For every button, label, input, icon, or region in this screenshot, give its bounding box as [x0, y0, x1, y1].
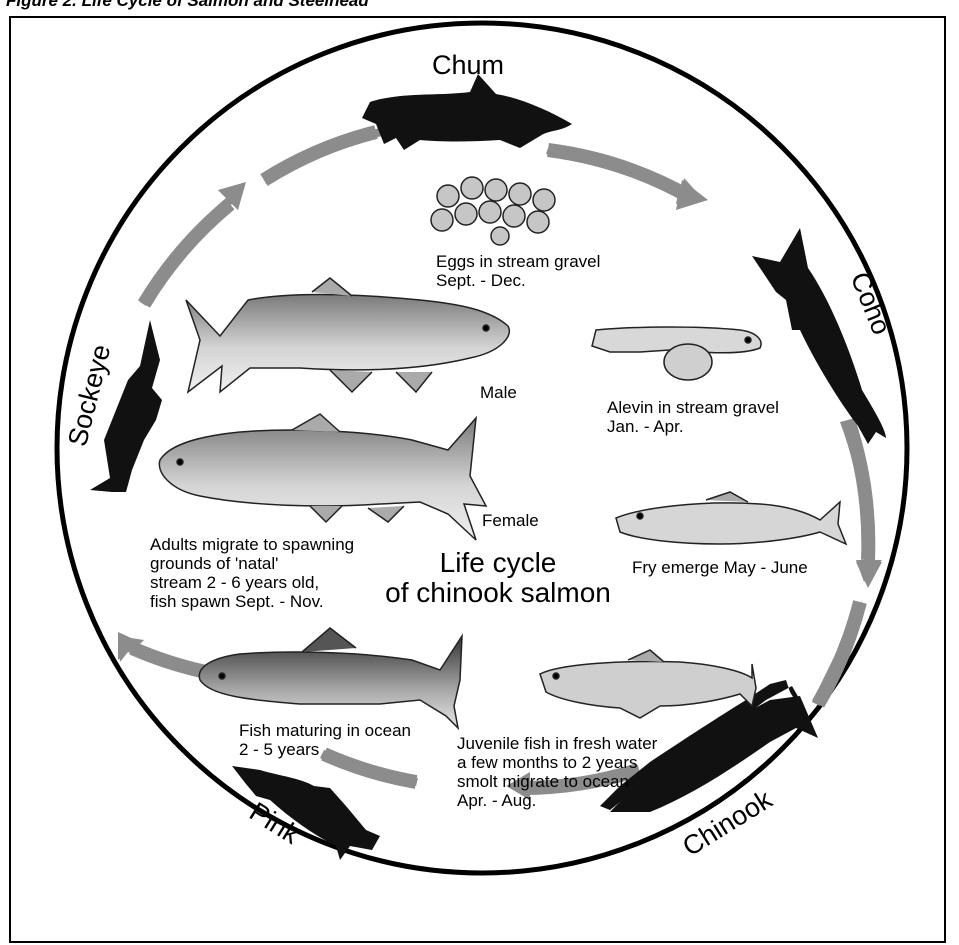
fry-label: Fry emerge May - June — [632, 558, 808, 577]
ocean-label-line1: Fish maturing in ocean — [239, 721, 411, 740]
female-label: Female — [482, 511, 539, 530]
center-title-line2: of chinook salmon — [368, 578, 628, 608]
alevin-illustration — [592, 327, 761, 380]
adults-label: Adults migrate to spawning grounds of 'n… — [150, 535, 354, 611]
adults-label-line2: grounds of 'natal' — [150, 554, 354, 573]
adults-label-line3: stream 2 - 6 years old, — [150, 573, 354, 592]
ocean-label: Fish maturing in ocean 2 - 5 years — [239, 721, 411, 759]
eggs-label-line1: Eggs in stream gravel — [436, 252, 600, 271]
eggs-illustration — [431, 177, 555, 245]
adults-label-line4: fish spawn Sept. - Nov. — [150, 592, 354, 611]
juvenile-label: Juvenile fish in fresh water a few month… — [457, 734, 657, 810]
alevin-label-line2: Jan. - Apr. — [607, 417, 779, 436]
chum-silhouette — [362, 74, 572, 150]
center-title-line1: Life cycle — [368, 548, 628, 578]
eggs-label-line2: Sept. - Dec. — [436, 271, 600, 290]
species-label-chum: Chum — [432, 50, 504, 81]
male-fish-illustration — [186, 278, 509, 392]
alevin-label: Alevin in stream gravel Jan. - Apr. — [607, 398, 779, 436]
female-fish-illustration — [159, 414, 486, 540]
fry-illustration — [616, 492, 846, 544]
adults-label-line1: Adults migrate to spawning — [150, 535, 354, 554]
juvenile-label-line2: a few months to 2 years — [457, 753, 657, 772]
juvenile-label-line1: Juvenile fish in fresh water — [457, 734, 657, 753]
juvenile-label-line3: smolt migrate to ocean — [457, 772, 657, 791]
male-label: Male — [480, 383, 517, 402]
eggs-label: Eggs in stream gravel Sept. - Dec. — [436, 252, 600, 290]
alevin-label-line1: Alevin in stream gravel — [607, 398, 779, 417]
juvenile-fish-illustration — [540, 650, 756, 718]
ocean-fish-illustration — [199, 628, 462, 728]
juvenile-label-line4: Apr. - Aug. — [457, 791, 657, 810]
ocean-label-line2: 2 - 5 years — [239, 740, 411, 759]
center-title: Life cycle of chinook salmon — [368, 548, 628, 608]
